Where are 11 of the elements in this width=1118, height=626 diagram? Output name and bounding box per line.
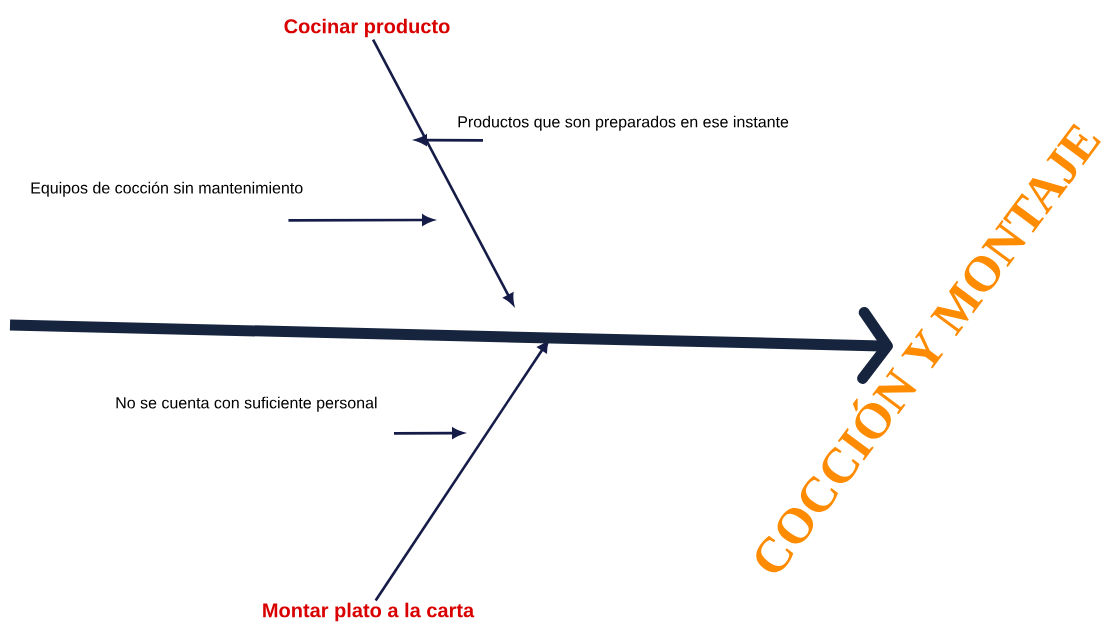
arrow: [374, 340, 549, 602]
arrow: [288, 214, 434, 226]
spine-arrow: [9, 306, 893, 384]
cause-label: Productos que son preparados en ese instante: [458, 115, 789, 131]
arrow: [415, 134, 483, 146]
arrow: [394, 427, 464, 439]
cause-label: Equipos de cocción sin mantenimiento: [31, 181, 303, 197]
arrow: [371, 38, 515, 306]
category-label: Montar plato a la carta: [263, 602, 475, 622]
category-label: Cocinar producto: [284, 18, 450, 38]
cause-label: No se cuenta con suficiente personal: [116, 396, 377, 412]
